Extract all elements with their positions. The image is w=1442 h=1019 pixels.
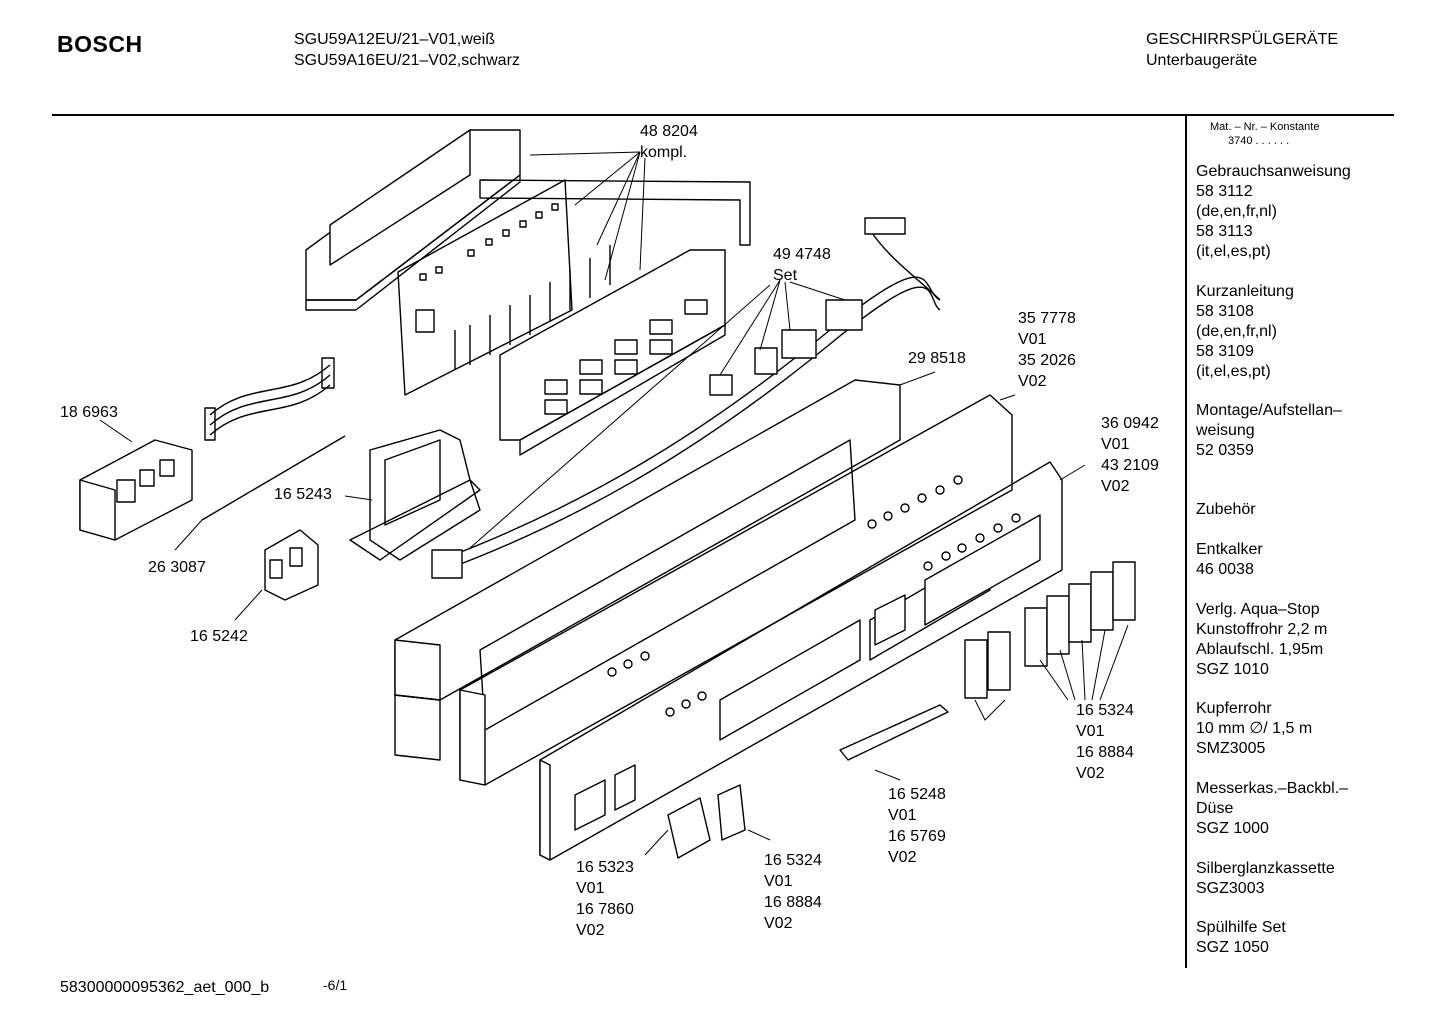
front-fascia-part (539, 461, 1063, 861)
category-title: GESCHIRRSPÜLGERÄTE (1146, 31, 1339, 48)
material-constant: Mat. – Nr. – Konstante 3740 . . . . . . (1210, 121, 1320, 147)
sidebar-group-accessories: Zubehör (1196, 501, 1256, 518)
connector-part (264, 529, 319, 601)
top-frame-part (305, 129, 751, 311)
model-line-2: SGU59A16EU/21–V02,schwarz (294, 52, 520, 69)
callout-16-5242: 16 5242 (190, 628, 248, 645)
button-caps-bottom-part (667, 784, 746, 859)
sidebar-divider (1185, 116, 1187, 968)
leader-lines (99, 151, 1129, 856)
sidebar-group-installation: Montage/Aufstellan–weisung 52 0359 (1196, 402, 1342, 459)
rod-part (201, 435, 346, 521)
model-line-1: SGU59A12EU/21–V01,weiß (294, 31, 495, 48)
cable-harness-part (431, 217, 941, 579)
inner-frame-part (394, 379, 901, 761)
callout-18-6963: 18 6963 (60, 404, 118, 421)
ribbon-cable-part (204, 357, 335, 441)
callout-26-3087: 26 3087 (148, 559, 206, 576)
switch-module-part (454, 245, 726, 456)
bracket-part (349, 429, 481, 561)
circuit-board-part (397, 179, 573, 396)
subcategory-title: Unterbaugeräte (1146, 52, 1258, 69)
page-number: -6/1 (323, 977, 348, 993)
header-divider (52, 114, 1394, 116)
callout-16-5243: 16 5243 (274, 486, 332, 503)
brand-logo: BOSCH (57, 31, 143, 57)
document-id: 58300000095362_aet_000_b (60, 979, 270, 996)
sidebar-group-nozzle: Messerkas.–Backbl.–Düse SGZ 1000 (1196, 780, 1349, 837)
light-bar-part (839, 704, 949, 761)
button-caps-right-part (964, 561, 1136, 699)
callout-29-8518: 29 8518 (908, 350, 966, 367)
display-module-part (79, 439, 193, 541)
